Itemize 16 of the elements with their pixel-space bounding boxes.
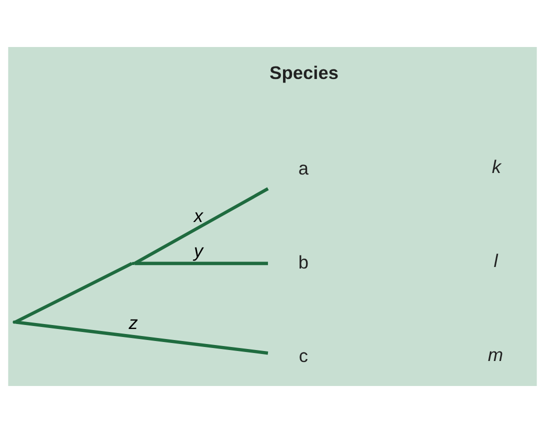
label: Species	[270, 62, 339, 84]
node-text: a	[298, 157, 309, 178]
label: m	[488, 344, 504, 365]
label: k	[492, 156, 501, 178]
connector	[15, 320, 268, 355]
connector	[14, 262, 133, 324]
node-text: b	[298, 251, 309, 272]
connector	[134, 262, 268, 266]
edge-label: z	[128, 312, 138, 333]
edge-label: y	[194, 240, 204, 262]
connector	[134, 187, 269, 265]
edge-label: x	[194, 204, 204, 226]
node-point	[12, 320, 16, 324]
label: l	[494, 250, 498, 271]
node-text: c	[298, 345, 308, 366]
node-point	[132, 262, 135, 266]
